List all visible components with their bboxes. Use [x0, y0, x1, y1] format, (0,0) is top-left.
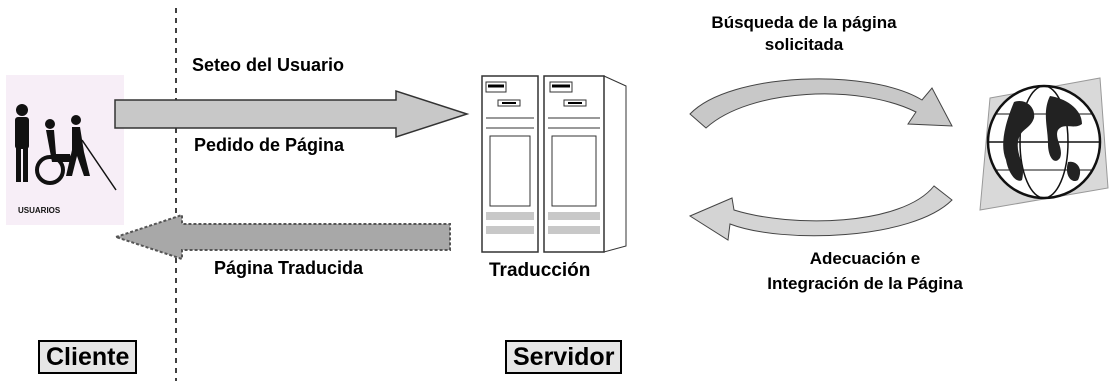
- globe-icon: [979, 77, 1109, 211]
- users-icon: [15, 104, 117, 191]
- translation-label: Traducción: [489, 260, 591, 281]
- response-arrow: [112, 213, 451, 261]
- server-icon: [481, 75, 627, 253]
- search-curved-arrow: [689, 78, 953, 129]
- adaptation-curved-arrow: [688, 185, 953, 241]
- page-adaptation-label: Adecuación e Integración de la Página: [767, 249, 963, 293]
- translated-page-label: Página Traducida: [214, 258, 364, 278]
- page-search-label: Búsqueda de la página solicitada: [711, 13, 897, 54]
- request-arrow: [114, 89, 470, 139]
- page-request-label: Pedido de Página: [194, 135, 345, 155]
- server-zone-label: Servidor: [505, 340, 623, 374]
- client-zone-label: Cliente: [38, 340, 138, 374]
- user-setup-label: Seteo del Usuario: [192, 55, 345, 75]
- users-caption: USUARIOS: [18, 206, 61, 215]
